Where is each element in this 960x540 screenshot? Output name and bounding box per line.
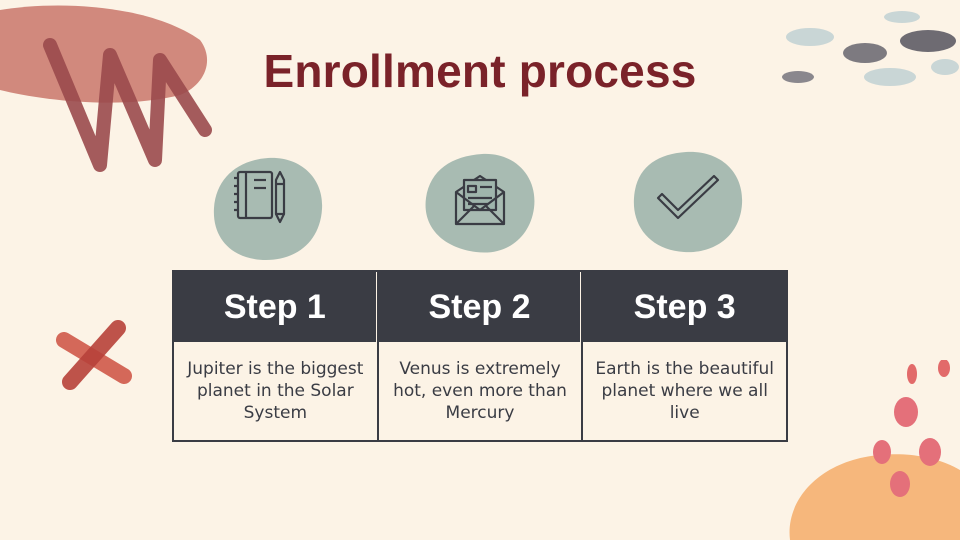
step-column: Step 1 Jupiter is the biggest planet in … — [174, 272, 379, 440]
step-column: Step 3 Earth is the beautiful planet whe… — [583, 272, 787, 440]
brush-scribble-decoration — [0, 5, 212, 172]
pink-drops-decoration — [873, 360, 950, 497]
red-cross-decoration — [56, 320, 132, 390]
step-description: Jupiter is the biggest planet in the Sol… — [187, 359, 364, 423]
step-2-icon-blob — [420, 148, 540, 258]
notebook-pencil-icon — [234, 170, 286, 224]
steps-table: Step 1 Jupiter is the biggest planet in … — [172, 270, 788, 442]
page-title: Enrollment process — [263, 45, 697, 97]
step-header: Step 3 — [583, 272, 787, 342]
step-header: Step 2 — [378, 272, 582, 342]
checkmark-icon — [656, 174, 720, 220]
envelope-letter-icon — [454, 174, 506, 226]
step-1-icon-blob — [208, 154, 328, 264]
step-description: Earth is the beautiful planet where we a… — [595, 359, 774, 423]
gray-dashes-decoration — [782, 11, 959, 86]
step-header: Step 1 — [174, 272, 377, 342]
step-3-icon-blob — [628, 146, 748, 256]
step-description: Venus is extremely hot, even more than M… — [393, 359, 567, 423]
step-column: Step 2 Venus is extremely hot, even more… — [378, 272, 584, 440]
orange-blob-decoration — [789, 454, 960, 540]
